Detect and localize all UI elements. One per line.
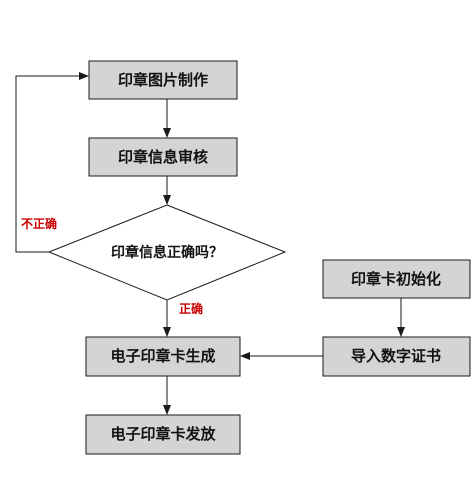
edge-label-incorrect: 不正确 bbox=[21, 216, 57, 231]
node-make-seal-image-box bbox=[88, 60, 238, 100]
node-init-seal-card-box bbox=[322, 259, 471, 299]
node-make-seal-image: 印章图片制作 bbox=[88, 60, 238, 100]
node-init-seal-card-label: 印章卡初始化 bbox=[351, 270, 441, 288]
node-issue-e-seal-card-box bbox=[85, 414, 241, 455]
node-review-seal-info-label: 印章信息审核 bbox=[118, 148, 208, 166]
node-issue-e-seal-card: 电子印章卡发放 bbox=[85, 414, 241, 455]
decision-label: 印章信息正确吗？ bbox=[111, 244, 223, 261]
edge-label-correct: 正确 bbox=[179, 301, 203, 316]
node-import-digital-cert: 导入数字证书 bbox=[322, 336, 471, 377]
node-init-seal-card: 印章卡初始化 bbox=[322, 259, 471, 299]
node-review-seal-info: 印章信息审核 bbox=[88, 137, 238, 177]
edge-incorrect-loop-back bbox=[15, 72, 89, 253]
node-import-digital-cert-box bbox=[322, 336, 471, 377]
node-generate-e-seal-card-label: 电子印章卡生成 bbox=[110, 347, 215, 365]
node-make-seal-image-label: 印章图片制作 bbox=[118, 71, 208, 89]
node-generate-e-seal-card-box bbox=[85, 336, 241, 377]
decision-seal-info-correct: 印章信息正确吗？ bbox=[47, 204, 287, 301]
node-import-digital-cert-label: 导入数字证书 bbox=[351, 347, 441, 365]
node-issue-e-seal-card-label: 电子印章卡发放 bbox=[110, 425, 216, 443]
node-review-seal-info-box bbox=[88, 137, 238, 177]
node-generate-e-seal-card: 电子印章卡生成 bbox=[85, 336, 241, 377]
